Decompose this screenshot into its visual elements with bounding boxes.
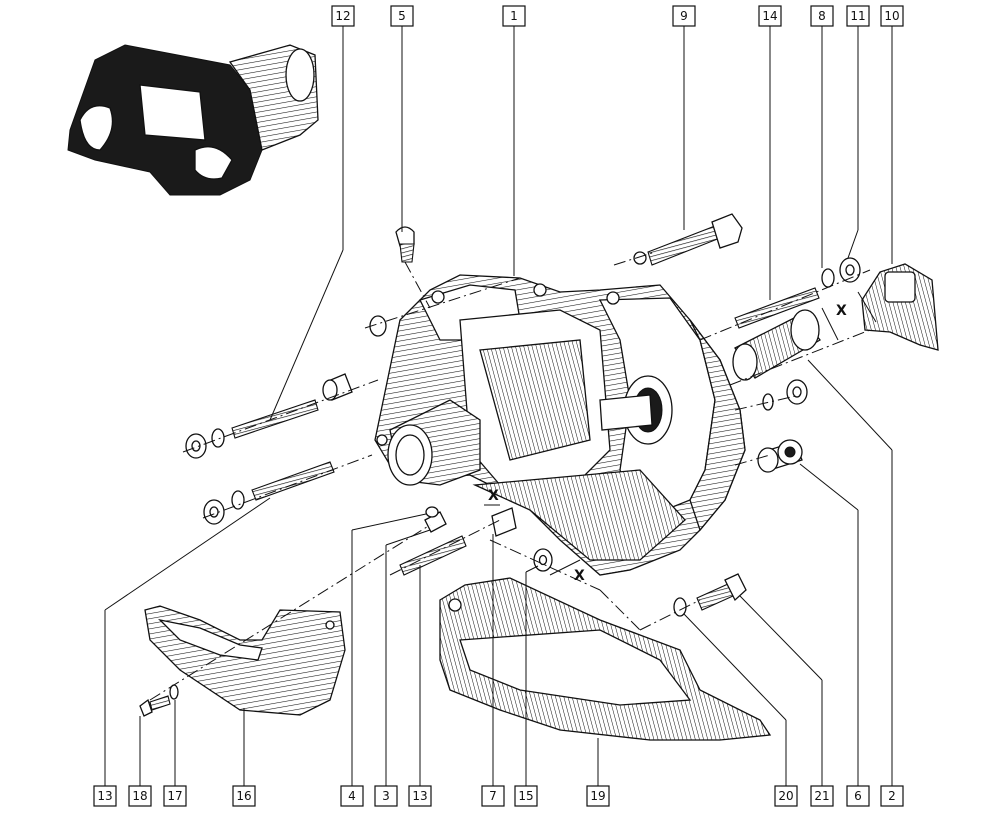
callout-label: 13	[412, 789, 427, 803]
callout-15: 15	[514, 785, 538, 807]
nut-lower-right	[786, 379, 808, 405]
gearbox-housing	[374, 274, 746, 576]
assembled-gearbox-thumbnail	[67, 44, 319, 196]
callout-label: 3	[382, 789, 390, 803]
stud-upper-left	[185, 399, 319, 459]
callout-13-right: 13	[408, 785, 432, 807]
washer-lower	[673, 597, 687, 617]
washer-right	[821, 268, 835, 288]
callout-label: 8	[818, 9, 826, 23]
callout-5: 5	[390, 5, 414, 27]
callout-label: 1	[510, 9, 518, 23]
callout-label: 11	[850, 9, 865, 23]
callout-21: 21	[810, 785, 834, 807]
callout-12: 12	[331, 5, 355, 27]
callout-1: 1	[502, 5, 526, 27]
callout-label: 5	[398, 9, 406, 23]
breather-plug	[395, 226, 415, 263]
callout-label: 16	[236, 789, 251, 803]
cover-bolt	[139, 695, 171, 717]
callout-8: 8	[810, 5, 834, 27]
callout-20: 20	[774, 785, 798, 807]
callout-label: 12	[335, 9, 350, 23]
callout-9: 9	[672, 5, 696, 27]
callout-label: 18	[132, 789, 147, 803]
callout-label: 14	[762, 9, 777, 23]
callout-label: 19	[590, 789, 605, 803]
leader-lines	[104, 26, 893, 786]
callout-16: 16	[232, 785, 256, 807]
callout-label: 15	[518, 789, 533, 803]
sleeve	[732, 309, 821, 381]
callout-label: 20	[778, 789, 793, 803]
callout-11: 11	[846, 5, 870, 27]
assembly-axes	[149, 251, 871, 701]
nut-right	[839, 257, 861, 283]
clip	[491, 507, 517, 537]
stud-lower-left	[203, 461, 335, 525]
front-cover	[144, 605, 346, 716]
callout-label: 6	[854, 789, 862, 803]
callout-10: 10	[880, 5, 904, 27]
lock-washer	[425, 506, 439, 518]
rubber-mount	[757, 439, 803, 473]
callout-label: 7	[489, 789, 497, 803]
callout-18: 18	[128, 785, 152, 807]
dimension-x-center: X	[488, 488, 499, 504]
callout-13-left: 13	[93, 785, 117, 807]
callout-14: 14	[758, 5, 782, 27]
callout-label: 10	[884, 9, 899, 23]
bolt-lower	[696, 573, 747, 611]
callout-label: 21	[814, 789, 829, 803]
long-bolt	[633, 213, 743, 266]
dimension-marks: X X X	[484, 291, 877, 584]
callout-3: 3	[374, 785, 398, 807]
callout-4: 4	[340, 785, 364, 807]
callout-label: 13	[97, 789, 112, 803]
callout-label: 9	[680, 9, 688, 23]
dimension-x-lower: X	[574, 568, 585, 584]
lower-guard	[439, 577, 772, 741]
callout-label: 4	[348, 789, 356, 803]
callout-19: 19	[586, 785, 610, 807]
dimension-x-upper-right: X	[836, 303, 847, 319]
callout-label: 2	[888, 789, 896, 803]
callout-2: 2	[880, 785, 904, 807]
spacer-upper-left	[322, 373, 353, 401]
small-nut	[533, 548, 553, 572]
output-flange	[387, 399, 481, 486]
callout-6: 6	[846, 785, 870, 807]
mounting-bracket	[861, 263, 939, 351]
callout-7: 7	[481, 785, 505, 807]
callout-label: 17	[167, 789, 182, 803]
callout-17: 17	[163, 785, 187, 807]
